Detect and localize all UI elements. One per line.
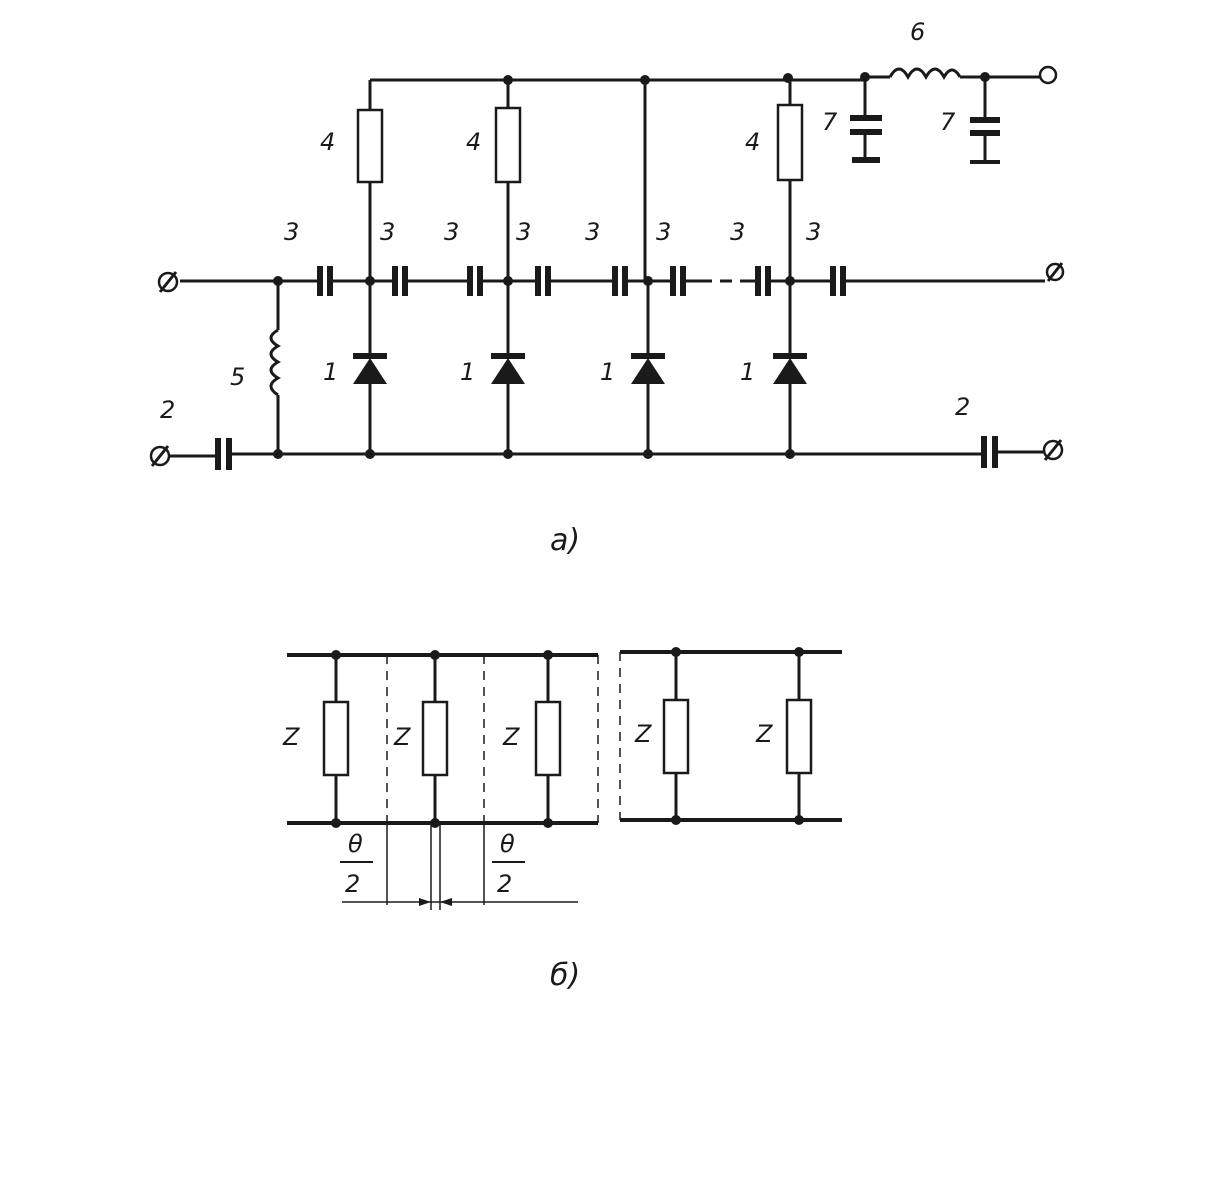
- resistor-4-b: [494, 106, 522, 184]
- label-3: 3: [806, 218, 821, 246]
- caption-a: а): [550, 523, 580, 558]
- filter-cap-7a-plates: [850, 115, 882, 163]
- filter-cap-7b-plates: [970, 117, 1000, 136]
- label-z: Z: [755, 720, 773, 748]
- fraction-numerator: θ: [500, 830, 515, 858]
- capacitor-2-left: [215, 438, 232, 470]
- impedance-z-1: [322, 655, 350, 823]
- fraction-denominator: 2: [345, 870, 360, 898]
- label-4: 4: [320, 128, 335, 156]
- label-1: 1: [600, 358, 615, 386]
- resistor-4-a: [356, 108, 384, 184]
- label-1: 1: [740, 358, 755, 386]
- label-3: 3: [444, 218, 459, 246]
- label-7: 7: [940, 108, 956, 136]
- label-1: 1: [323, 358, 338, 386]
- fraction-numerator: θ: [348, 830, 363, 858]
- label-3: 3: [585, 218, 600, 246]
- fraction-left: θ 2: [340, 830, 373, 898]
- label-3: 3: [656, 218, 671, 246]
- fraction-denominator: 2: [497, 870, 512, 898]
- terminal-signal-out: [1045, 262, 1065, 282]
- label-4: 4: [466, 128, 481, 156]
- label-3: 3: [284, 218, 299, 246]
- capacitor-2-right: [981, 436, 998, 468]
- ground-line: [170, 450, 1045, 458]
- label-5: 5: [230, 363, 245, 391]
- impedance-z-3: [534, 655, 562, 823]
- dimension-lines: [342, 823, 578, 910]
- terminal-signal-in: [157, 271, 179, 293]
- component-labels-a: 4 4 4 7 7 6 3 3 3 3 3 3 3 3 5 1 1 1 1 2 …: [160, 18, 970, 424]
- terminal-ground-out: [1042, 439, 1064, 461]
- diode-1-c: [631, 281, 665, 453]
- section-boundaries: [386, 652, 621, 823]
- junction-dots-a: [273, 72, 990, 459]
- label-z: Z: [502, 723, 520, 751]
- label-7: 7: [822, 108, 838, 136]
- caption-b: б): [550, 958, 580, 993]
- label-2: 2: [955, 393, 970, 421]
- fraction-right: θ 2: [492, 830, 525, 898]
- impedance-labels: Z Z Z Z Z: [282, 720, 773, 751]
- inductor-6: [888, 67, 962, 81]
- series-capacitors-3: [317, 266, 846, 296]
- diode-1-d: [773, 281, 807, 453]
- terminal-ground-in: [149, 445, 171, 467]
- label-2: 2: [160, 396, 175, 424]
- circuit-b: Z Z Z Z Z θ 2 θ 2 б): [282, 647, 842, 993]
- circuit-a: 4 4 4 7 7 6 3 3 3 3 3 3 3 3 5 1 1 1 1 2 …: [149, 18, 1065, 558]
- label-z: Z: [634, 720, 652, 748]
- resistor-4-c: [776, 103, 804, 182]
- inductor-5: [269, 328, 282, 397]
- junction-dots-b: [331, 647, 804, 828]
- label-3: 3: [730, 218, 745, 246]
- impedance-z-5: [785, 652, 813, 820]
- label-z: Z: [282, 723, 300, 751]
- diode-1-a: [353, 281, 387, 453]
- label-z: Z: [393, 723, 411, 751]
- label-3: 3: [380, 218, 395, 246]
- terminal-bias-out: [1038, 65, 1058, 85]
- label-4: 4: [745, 128, 760, 156]
- label-3: 3: [516, 218, 531, 246]
- label-6: 6: [910, 18, 925, 46]
- label-1: 1: [460, 358, 475, 386]
- impedance-z-4: [662, 652, 690, 820]
- diode-1-b: [491, 281, 525, 453]
- impedance-z-2: [421, 655, 449, 823]
